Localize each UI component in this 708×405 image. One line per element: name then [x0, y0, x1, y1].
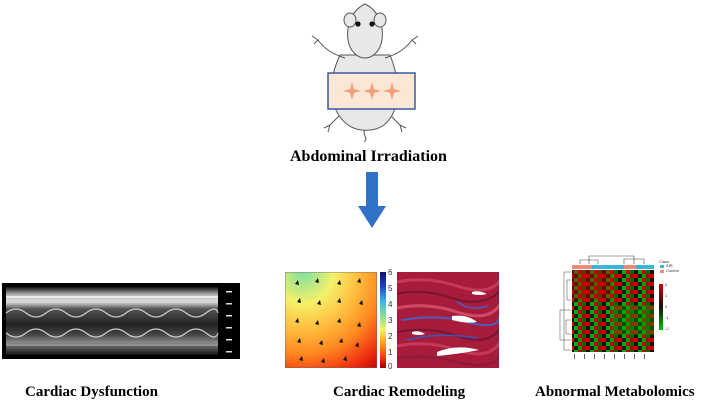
heatmap-scale-tick: 0: [665, 304, 668, 309]
metabolomics-heatmap: [559, 255, 663, 359]
strain-colorbar: [380, 272, 386, 368]
label-cardiac-remodeling: Cardiac Remodeling: [333, 384, 466, 400]
heatmap-scale-tick: 1: [665, 293, 668, 298]
colorbar-tick: 6: [388, 268, 393, 277]
heatmap-scale-tick: -1: [665, 315, 669, 320]
histology-image: [397, 272, 499, 368]
heatmap-legend-item: Control: [666, 268, 679, 273]
colorbar-tick: 4: [388, 300, 393, 309]
strain-map: [285, 272, 377, 368]
colorbar-tick: 3: [388, 316, 393, 325]
heatmap-scale-tick: -2: [665, 326, 669, 331]
star-icon: [343, 82, 401, 100]
label-abnormal-metabolomics: Abnormal Metabolomics: [535, 384, 695, 400]
label-abdominal-irradiation: Abdominal Irradiation: [290, 148, 447, 165]
heatmap-legend-title: Class: [659, 259, 670, 264]
mouse-illustration: [311, 3, 419, 142]
legend-swatch-control: [660, 270, 664, 273]
echocardiogram-image: [2, 283, 240, 359]
heatmap-scale-tick: 2: [665, 282, 668, 287]
colorbar-tick: 2: [388, 332, 393, 341]
heatmap-legend-item: AIR: [666, 263, 673, 268]
label-cardiac-dysfunction: Cardiac Dysfunction: [25, 384, 158, 400]
colorbar-tick: 0: [388, 362, 393, 371]
legend-swatch-air: [660, 265, 664, 268]
down-arrow-icon: [358, 172, 386, 228]
colorbar-tick: 5: [388, 284, 393, 293]
colorbar-tick: 1: [388, 348, 393, 357]
